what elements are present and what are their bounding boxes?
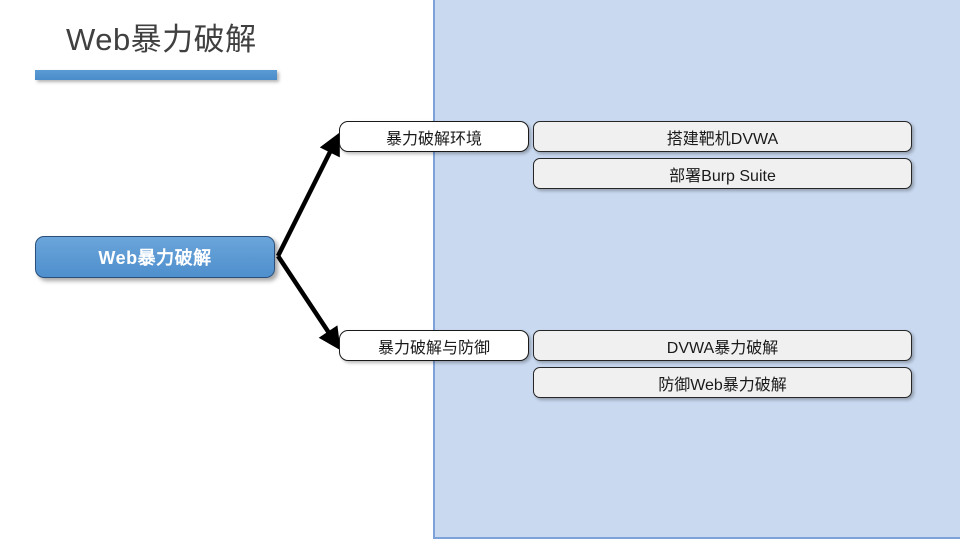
branch-node-environment[interactable]: 暴力破解环境 <box>339 121 529 152</box>
root-node[interactable]: Web暴力破解 <box>35 236 275 278</box>
leaf-node-dvwa-brute-force[interactable]: DVWA暴力破解 <box>533 330 912 361</box>
leaf-node-defend-web-brute-force[interactable]: 防御Web暴力破解 <box>533 367 912 398</box>
leaf-node-build-dvwa[interactable]: 搭建靶机DVWA <box>533 121 912 152</box>
decorative-blue-panel <box>433 0 960 539</box>
leaf-node-deploy-burp-suite[interactable]: 部署Burp Suite <box>533 158 912 189</box>
page-title: Web暴力破解 <box>66 22 257 57</box>
connector-root-to-branch-1 <box>275 132 340 258</box>
connector-root-to-branch-2 <box>276 254 341 351</box>
title-underline-bar <box>35 70 277 80</box>
branch-node-attack-defense[interactable]: 暴力破解与防御 <box>339 330 529 361</box>
